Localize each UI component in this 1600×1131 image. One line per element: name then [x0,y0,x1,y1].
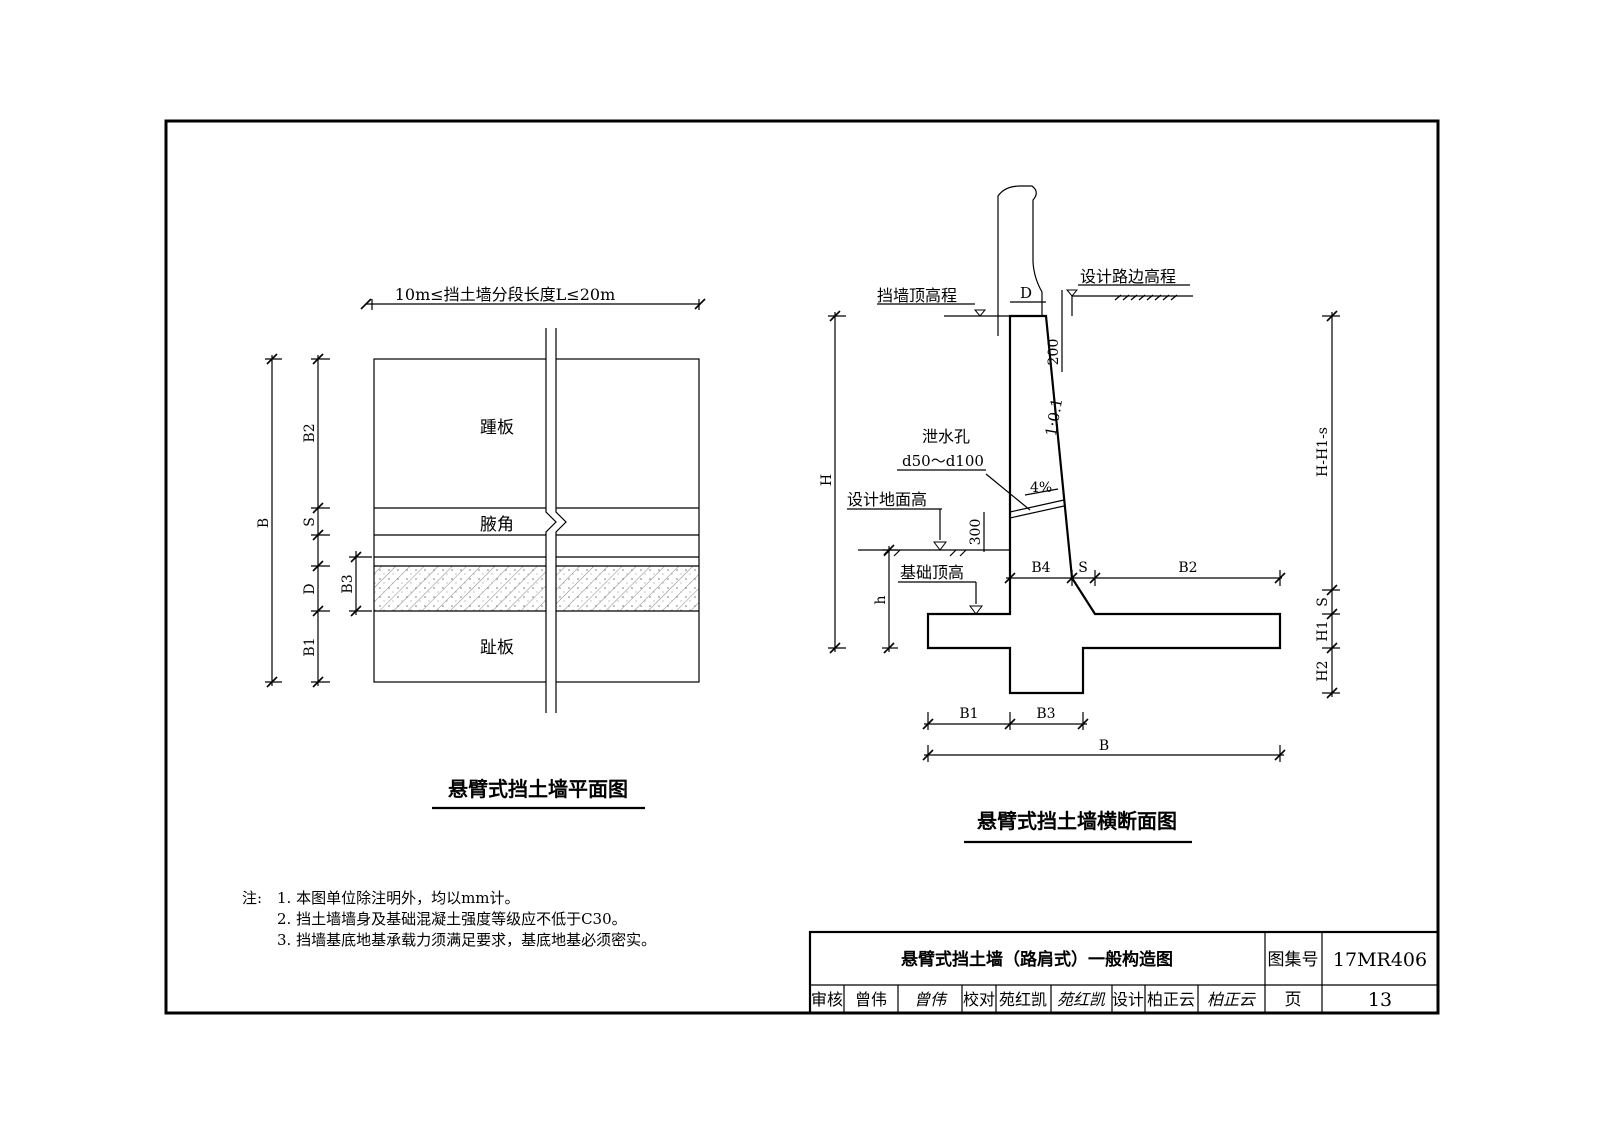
section-dim-B2: B2 [1178,560,1197,576]
section-view: 挡墙顶高程 设计路边高程 D 200 1:0.1 泄水孔 d50～d100 4%… [819,185,1340,844]
plan-toe-label: 趾板 [480,638,514,658]
tb-drawing-title: 悬臂式挡土墙（路肩式）一般构造图 [901,949,1173,970]
section-drain-dia: d50～d100 [902,452,984,470]
section-dim-right-H2: H2 [1315,660,1331,681]
section-ground-elev: 设计地面高 [847,490,927,509]
plan-heel-label: 踵板 [480,418,514,438]
section-found-top: 基础顶高 [900,563,964,582]
notes: 注: 1. 本图单位除注明外，均以mm计。 2. 挡土墙墙身及基础混凝土强度等级… [242,889,656,949]
section-dim-B4: B4 [1031,560,1050,576]
note-item-1: 1. 本图单位除注明外，均以mm计。 [277,889,520,907]
plan-dim-S: S [302,517,318,527]
section-wall-top-elev: 挡墙顶高程 [877,286,957,305]
section-dim-H: H [819,474,835,486]
tb-design-label: 设计 [1112,990,1144,1009]
section-dim-B: B [1099,738,1109,754]
tb-reviewer: 曾伟 [855,990,887,1009]
plan-haunch-label: 腋角 [480,515,514,535]
tb-checker-signature: 苑红凯 [1057,990,1106,1009]
tb-designer: 柏正云 [1147,990,1195,1009]
plan-dim-B2: B2 [302,423,318,442]
notes-prefix: 注: [242,889,262,907]
plan-dim-B: B [256,518,272,528]
section-guardrail [997,185,1043,316]
section-slope: 1:0.1 [1042,397,1066,438]
note-item-3: 3. 挡墙基底地基承载力须满足要求，基底地基必须密实。 [277,931,656,949]
section-dim-B1: B1 [959,706,978,722]
plan-title: 悬臂式挡土墙平面图 [448,777,628,801]
sheet-frame [164,119,1440,1015]
plan-view: 10m≤挡土墙分段长度L≤20m 踵板 腋角 趾板 B [256,285,706,810]
tb-review-label: 审核 [811,990,843,1009]
tb-reviewer-signature: 曾伟 [914,990,948,1009]
section-dim-B3: B3 [1036,706,1055,722]
section-dim-right-S: S [1315,597,1331,607]
tb-check-label: 校对 [963,990,995,1009]
section-road-edge-elev: 设计路边高程 [1080,267,1176,286]
section-title: 悬臂式挡土墙横断面图 [977,809,1177,833]
tb-page-no: 13 [1368,989,1392,1011]
title-block: 悬臂式挡土墙（路肩式）一般构造图 图集号 17MR406 审核 曾伟 曾伟 校对… [808,930,1440,1015]
section-dim-right-H: H-H1-s [1315,427,1331,477]
section-dim-h: h [873,595,889,604]
tb-page-label: 页 [1285,990,1302,1010]
plan-length-dim: 10m≤挡土墙分段长度L≤20m [395,285,616,304]
section-dim-right-H1: H1 [1315,620,1331,641]
tb-atlas-no: 17MR406 [1333,949,1427,971]
plan-dim-B1: B1 [302,637,318,656]
tb-atlas-label: 图集号 [1268,950,1319,970]
note-item-2: 2. 挡土墙墙身及基础混凝土强度等级应不低于C30。 [277,910,627,928]
section-dim-S: S [1078,560,1088,576]
tb-designer-signature: 柏正云 [1207,990,1257,1009]
section-dim-300: 300 [968,519,984,546]
plan-dim-D: D [302,583,318,594]
plan-dim-B3: B3 [340,574,356,593]
plan-outline [373,358,700,683]
section-drain-pct: 4% [1030,480,1052,496]
tb-checker: 苑红凯 [999,990,1047,1009]
section-dim-200: 200 [1046,339,1062,366]
section-wall-outline [926,314,1282,695]
section-dim-D: D [1020,284,1032,302]
section-drain-hole: 泄水孔 [922,427,970,446]
